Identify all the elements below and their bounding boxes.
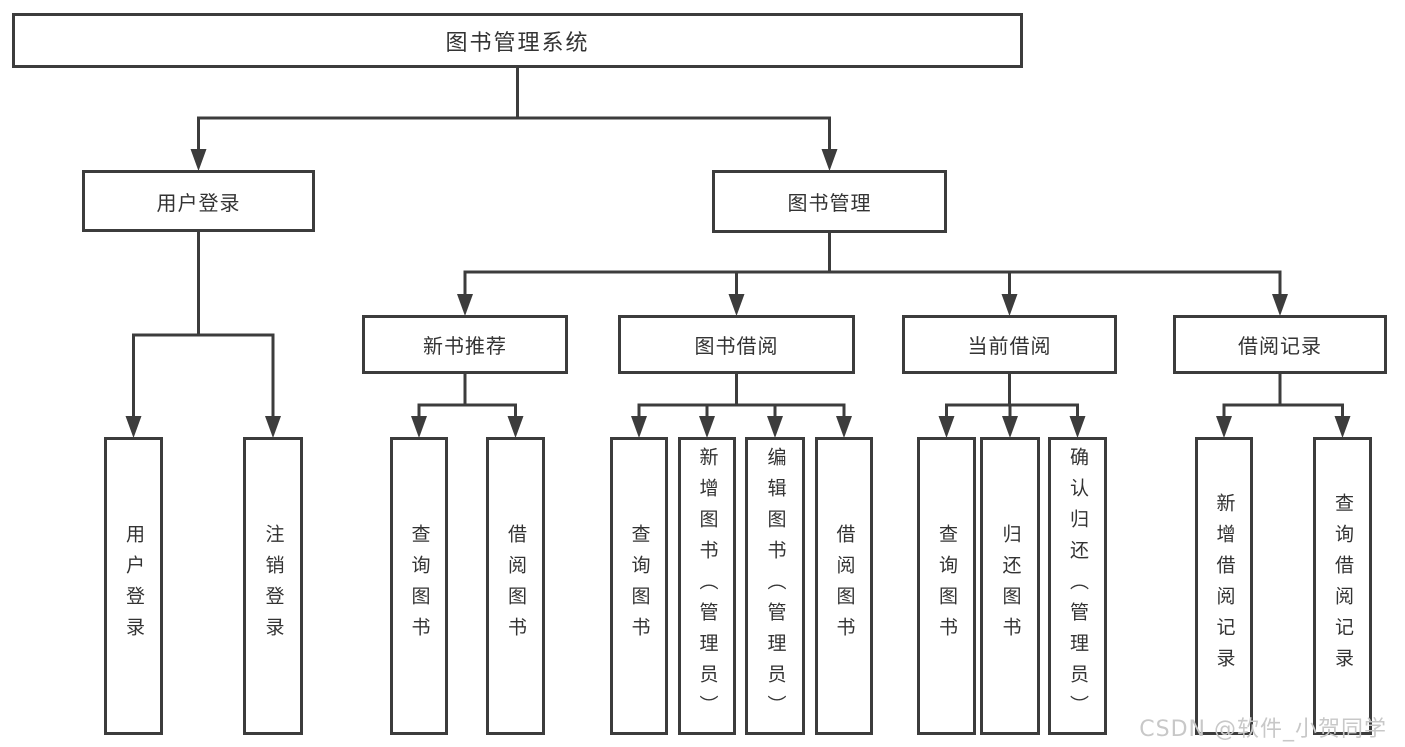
- arrowhead-icon: [507, 416, 524, 438]
- connector-current-borrow: [938, 372, 1086, 438]
- node-current-borrow: 当前借阅: [902, 315, 1117, 374]
- connector-borrow-record: [1216, 372, 1351, 438]
- node-leaf-bb-borrow: 借阅图书: [815, 437, 873, 735]
- node-leaf-cb-query: 查询图书: [917, 437, 976, 735]
- node-leaf-br-query: 查询借阅记录: [1313, 437, 1372, 735]
- connector-new-book: [411, 372, 524, 438]
- node-leaf-nb-query: 查询图书: [390, 437, 448, 735]
- arrowhead-icon: [821, 149, 838, 171]
- arrowhead-icon: [1334, 416, 1351, 438]
- arrowhead-icon: [1069, 416, 1086, 438]
- node-leaf-bb-query: 查询图书: [610, 437, 668, 735]
- node-leaf-br-add: 新增借阅记录: [1195, 437, 1253, 735]
- arrowhead-icon: [631, 416, 647, 438]
- node-leaf-logout: 注销登录: [243, 437, 303, 735]
- arrowhead-icon: [767, 416, 783, 438]
- arrowhead-icon: [836, 416, 852, 438]
- arrowhead-icon: [1002, 416, 1018, 438]
- node-book-borrow: 图书借阅: [618, 315, 855, 374]
- node-book-mgmt: 图书管理: [712, 170, 947, 233]
- node-leaf-user-login: 用户登录: [104, 437, 163, 735]
- node-user-login: 用户登录: [82, 170, 315, 232]
- arrowhead-icon: [728, 294, 745, 316]
- arrowhead-icon: [699, 416, 715, 438]
- connector-book-mgmt: [457, 231, 1288, 316]
- arrowhead-icon: [125, 416, 142, 438]
- connector-user-login: [125, 230, 281, 438]
- connector-root: [190, 66, 838, 171]
- node-root: 图书管理系统: [12, 13, 1023, 68]
- arrowhead-icon: [938, 416, 955, 438]
- connector-book-borrow: [631, 372, 852, 438]
- node-leaf-cb-return: 归还图书: [980, 437, 1040, 735]
- node-leaf-nb-borrow: 借阅图书: [486, 437, 545, 735]
- node-borrow-record: 借阅记录: [1173, 315, 1387, 374]
- arrowhead-icon: [1001, 294, 1018, 316]
- arrowhead-icon: [1216, 416, 1232, 438]
- node-leaf-bb-edit: 编辑图书（管理员）: [745, 437, 805, 735]
- node-new-book: 新书推荐: [362, 315, 568, 374]
- arrowhead-icon: [457, 294, 473, 316]
- arrowhead-icon: [1272, 294, 1288, 316]
- csdn-watermark: CSDN @软件_小贺同学: [1139, 717, 1387, 742]
- node-leaf-cb-confirm: 确认归还（管理员）: [1048, 437, 1107, 735]
- node-leaf-bb-add: 新增图书（管理员）: [678, 437, 736, 735]
- arrowhead-icon: [265, 416, 281, 438]
- arrowhead-icon: [190, 149, 207, 171]
- arrowhead-icon: [411, 416, 427, 438]
